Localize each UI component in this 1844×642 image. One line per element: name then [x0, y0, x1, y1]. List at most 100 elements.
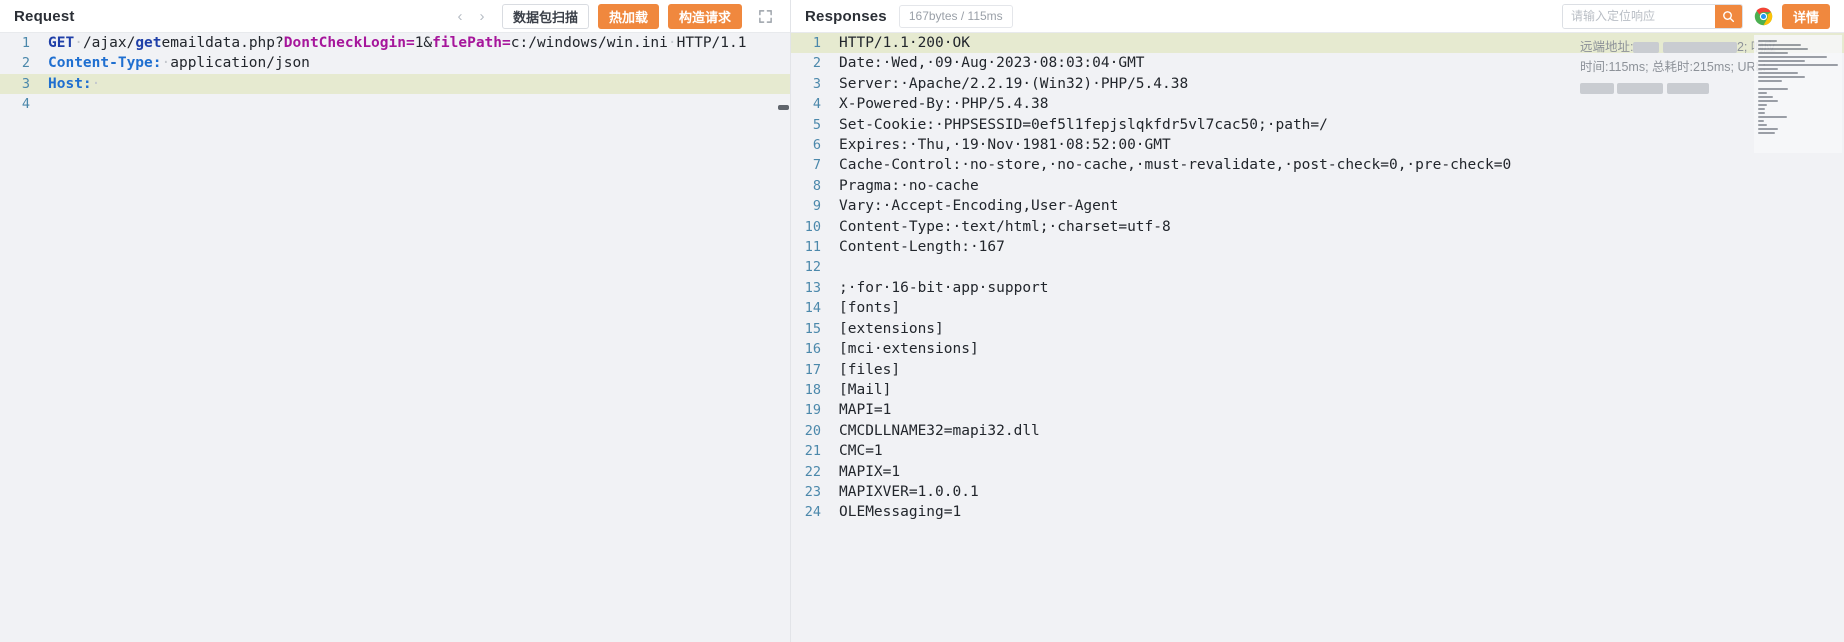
minimap-line	[1758, 88, 1788, 90]
line-number: 14	[791, 298, 839, 318]
response-code-line: 9Vary:·Accept-Encoding,User-Agent	[791, 196, 1844, 216]
line-text: MAPI=1	[839, 400, 1844, 420]
line-number: 18	[791, 380, 839, 400]
request-code-line: 2Content-Type:·application/json	[0, 53, 790, 73]
line-text: Content-Type:·text/html;·charset=utf-8	[839, 217, 1844, 237]
packet-scan-button[interactable]: 数据包扫描	[502, 4, 589, 29]
minimap-line	[1758, 104, 1767, 106]
minimap-line	[1758, 124, 1767, 126]
code-token: ·	[92, 76, 101, 92]
minimap-line	[1758, 108, 1765, 110]
response-code-line: 1HTTP/1.1·200·OK	[791, 33, 1844, 53]
minimap-line	[1758, 96, 1773, 98]
line-number: 19	[791, 400, 839, 420]
response-code-line: 21CMC=1	[791, 441, 1844, 461]
minimap-line	[1758, 128, 1778, 130]
response-code-line: 24OLEMessaging=1	[791, 502, 1844, 522]
code-token: GET	[48, 35, 74, 51]
response-code-line: 17[files]	[791, 360, 1844, 380]
response-code-area[interactable]: 1HTTP/1.1·200·OK2Date:·Wed,·09·Aug·2023·…	[791, 33, 1844, 642]
build-request-button[interactable]: 构造请求	[668, 4, 742, 29]
request-scrollbar-thumb[interactable]	[778, 105, 789, 110]
line-text: Date:·Wed,·09·Aug·2023·08:03:04·GMT	[839, 53, 1844, 73]
minimap-line	[1758, 92, 1767, 94]
minimap-line	[1758, 116, 1787, 118]
request-code-line: 3Host:·	[0, 74, 790, 94]
response-code-line: 15[extensions]	[791, 319, 1844, 339]
response-code-line: 14[fonts]	[791, 298, 1844, 318]
request-panel: Request ‹ › 数据包扫描 热加载 构造请求 1GET·/ajax/ge…	[0, 0, 791, 642]
line-text: [fonts]	[839, 298, 1844, 318]
code-token: HTTP/1.1	[677, 35, 747, 51]
line-text: Content-Length:·167	[839, 237, 1844, 257]
minimap-line	[1758, 80, 1782, 82]
code-token: filePath	[432, 35, 502, 51]
line-number: 24	[791, 502, 839, 522]
line-number: 13	[791, 278, 839, 298]
request-panel-title: Request	[14, 8, 75, 25]
minimap-line	[1758, 100, 1778, 102]
line-number: 3	[791, 74, 839, 94]
response-code-line: 20CMCDLLNAME32=mapi32.dll	[791, 421, 1844, 441]
hot-reload-button[interactable]: 热加载	[598, 4, 659, 29]
minimap-line	[1758, 44, 1801, 46]
response-code-line: 10Content-Type:·text/html;·charset=utf-8	[791, 217, 1844, 237]
line-text: Cache-Control:·no-store,·no-cache,·must-…	[839, 155, 1844, 175]
line-number: 8	[791, 176, 839, 196]
next-request-button[interactable]: ›	[471, 5, 493, 27]
minimap-line	[1758, 132, 1775, 134]
request-code-line: 4	[0, 94, 790, 114]
response-code-line: 12	[791, 257, 1844, 277]
line-text: HTTP/1.1·200·OK	[839, 33, 1844, 53]
code-minimap[interactable]	[1754, 35, 1842, 153]
minimap-line	[1758, 52, 1788, 54]
response-code-line: 3Server:·Apache/2.2.19·(Win32)·PHP/5.4.3…	[791, 74, 1844, 94]
response-code-line: 4X-Powered-By:·PHP/5.4.38	[791, 94, 1844, 114]
line-number: 4	[791, 94, 839, 114]
response-panel: Responses 167bytes / 115ms	[791, 0, 1844, 642]
response-code-line: 7Cache-Control:·no-store,·no-cache,·must…	[791, 155, 1844, 175]
line-text: Set-Cookie:·PHPSESSID=0ef5l1fepjslqkfdr5…	[839, 115, 1844, 135]
code-token: ·	[668, 35, 677, 51]
minimap-line	[1758, 60, 1805, 62]
line-text: GET·/ajax/getemaildata.php?DontCheckLogi…	[48, 33, 790, 53]
response-code-line: 18[Mail]	[791, 380, 1844, 400]
prev-request-button[interactable]: ‹	[449, 5, 471, 27]
search-icon[interactable]	[1715, 5, 1742, 28]
line-number: 3	[0, 74, 48, 94]
line-number: 15	[791, 319, 839, 339]
minimap-line	[1758, 112, 1765, 114]
chrome-icon[interactable]	[1754, 7, 1773, 26]
line-number: 21	[791, 441, 839, 461]
response-search-input[interactable]	[1563, 5, 1715, 28]
line-number: 10	[791, 217, 839, 237]
line-text: Server:·Apache/2.2.19·(Win32)·PHP/5.4.38	[839, 74, 1844, 94]
line-text: CMC=1	[839, 441, 1844, 461]
line-number: 20	[791, 421, 839, 441]
line-number: 4	[0, 94, 48, 114]
request-header: Request ‹ › 数据包扫描 热加载 构造请求	[0, 0, 790, 33]
line-text: Host:·	[48, 74, 790, 94]
code-token: emaildata.php?	[162, 35, 284, 51]
line-text: [Mail]	[839, 380, 1844, 400]
expand-icon[interactable]	[754, 5, 776, 27]
response-code-line: 19MAPI=1	[791, 400, 1844, 420]
response-panel-title: Responses	[805, 8, 887, 25]
response-search-box[interactable]	[1562, 4, 1743, 29]
code-token: c:/windows/win.ini	[511, 35, 668, 51]
line-text: MAPIX=1	[839, 462, 1844, 482]
code-token: ·	[162, 55, 171, 71]
code-token: =	[406, 35, 415, 51]
line-text: MAPIXVER=1.0.0.1	[839, 482, 1844, 502]
response-code-lines: 1HTTP/1.1·200·OK2Date:·Wed,·09·Aug·2023·…	[791, 33, 1844, 642]
response-code-line: 11Content-Length:·167	[791, 237, 1844, 257]
response-code-line: 13;·for·16-bit·app·support	[791, 278, 1844, 298]
request-code-area[interactable]: 1GET·/ajax/getemaildata.php?DontCheckLog…	[0, 33, 790, 642]
response-code-line: 8Pragma:·no-cache	[791, 176, 1844, 196]
line-number: 2	[0, 53, 48, 73]
line-number: 12	[791, 257, 839, 277]
response-size-time-badge: 167bytes / 115ms	[899, 5, 1013, 28]
details-button[interactable]: 详情	[1782, 4, 1830, 29]
line-text: Expires:·Thu,·19·Nov·1981·08:52:00·GMT	[839, 135, 1844, 155]
